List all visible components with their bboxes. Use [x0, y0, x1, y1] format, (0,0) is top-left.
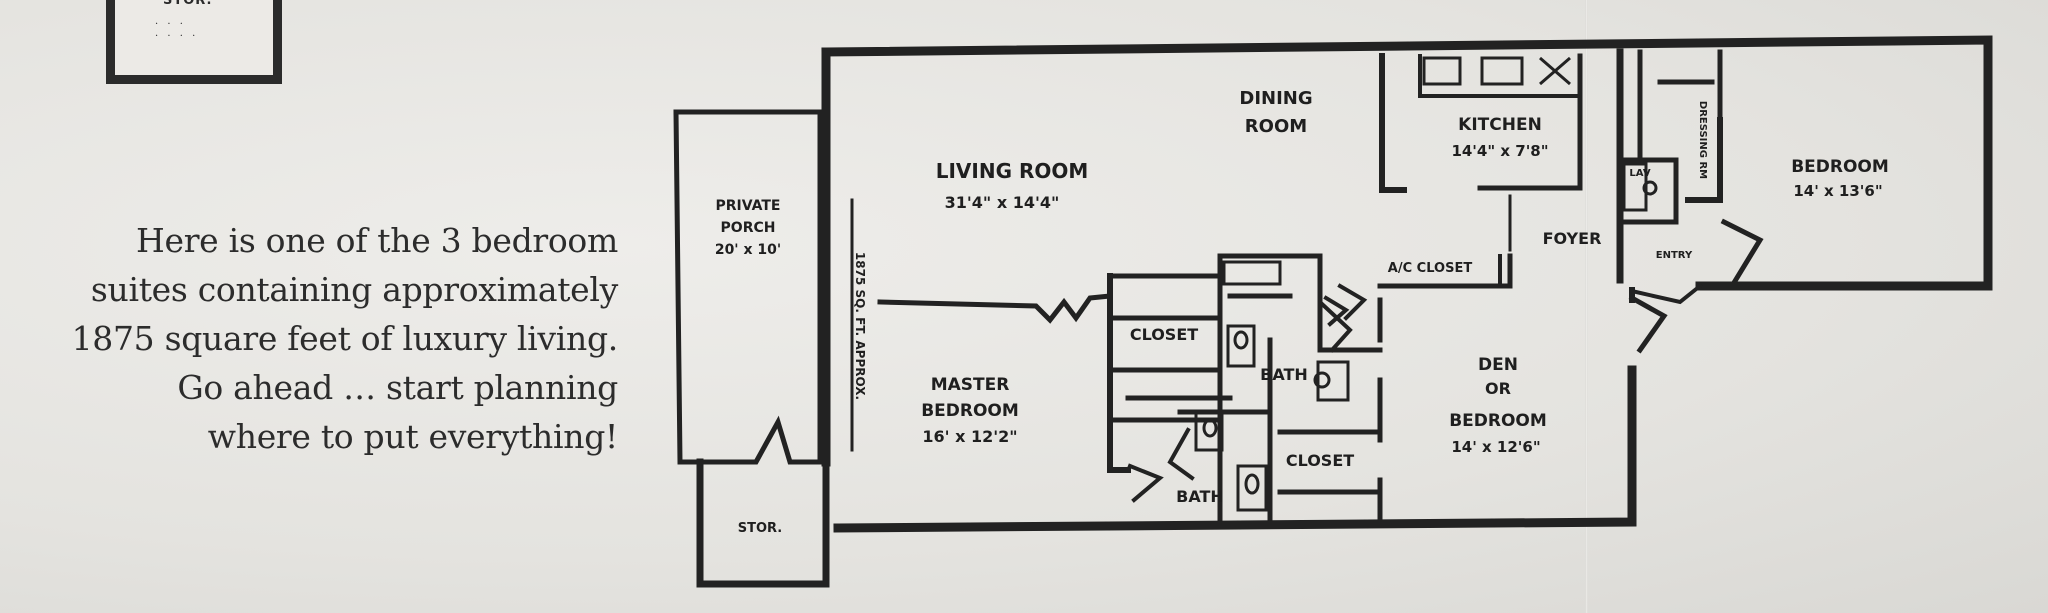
lav-label: LAV	[1629, 168, 1650, 179]
thumbnail-plan: STOR. · · ·· · · ·	[106, 0, 282, 84]
den-dims: 14' x 12'6"	[1451, 438, 1540, 456]
intro-line: Here is one of the 3 bedroom	[136, 221, 618, 260]
den-label-1: DEN	[1478, 355, 1518, 375]
closet-label-2: CLOSET	[1286, 451, 1354, 470]
ac-closet-label: A/C CLOSET	[1388, 261, 1473, 276]
bedroom-walls	[1498, 48, 1764, 354]
intro-text: Here is one of the 3 bedroom suites cont…	[40, 216, 619, 461]
dining-room-label-2: ROOM	[1245, 116, 1307, 137]
intro-line: 1875 square feet of luxury living.	[71, 319, 619, 358]
porch-label-2: PORCH	[721, 220, 776, 236]
kitchen-walls	[1379, 53, 1583, 252]
outer-walls	[821, 35, 1993, 533]
bedroom-dims: 14' x 13'6"	[1793, 182, 1882, 200]
dining-room-label-1: DINING	[1239, 88, 1312, 109]
porch-structure	[673, 109, 854, 588]
porch-label-1: PRIVATE	[716, 198, 781, 214]
stor-label: STOR.	[738, 521, 782, 536]
bedroom-label: BEDROOM	[1791, 157, 1889, 177]
bath-fixtures	[1127, 162, 1658, 512]
dressing-label: DRESSING RM	[1697, 101, 1708, 179]
master-dims: 16' x 12'2"	[922, 427, 1017, 446]
living-room-dims: 31'4" x 14'4"	[945, 193, 1060, 212]
kitchen-dims: 14'4" x 7'8"	[1451, 142, 1548, 160]
living-room-label: LIVING ROOM	[936, 159, 1089, 183]
intro-line: Go ahead … start planning	[177, 368, 618, 407]
master-label-2: BEDROOM	[921, 401, 1019, 421]
den-label-2: OR	[1485, 379, 1511, 398]
intro-line: where to put everything!	[207, 417, 619, 456]
foyer-label: FOYER	[1543, 229, 1602, 248]
kitchen-label: KITCHEN	[1458, 115, 1542, 135]
closet-label-1: CLOSET	[1130, 325, 1198, 344]
bath-label-1: BATH	[1260, 365, 1308, 384]
intro-line: suites containing approximately	[90, 270, 618, 309]
interior-walls	[877, 253, 1513, 527]
thumbnail-label: STOR.	[163, 0, 213, 8]
paper-fold	[1585, 0, 1588, 613]
porch-dims: 20' x 10'	[715, 242, 781, 258]
room-labels: PRIVATE PORCH 20' x 10' STOR. LIVING ROO…	[715, 88, 1889, 536]
entry-label: ENTRY	[1656, 250, 1693, 261]
bath-label-2: BATH	[1176, 487, 1224, 506]
thumbnail-marks: · · ·· · · ·	[155, 19, 199, 42]
master-label-1: MASTER	[931, 375, 1010, 395]
den-label-3: BEDROOM	[1449, 411, 1547, 431]
overall-dimension: 1875 SQ. FT. APPROX.	[853, 252, 867, 400]
